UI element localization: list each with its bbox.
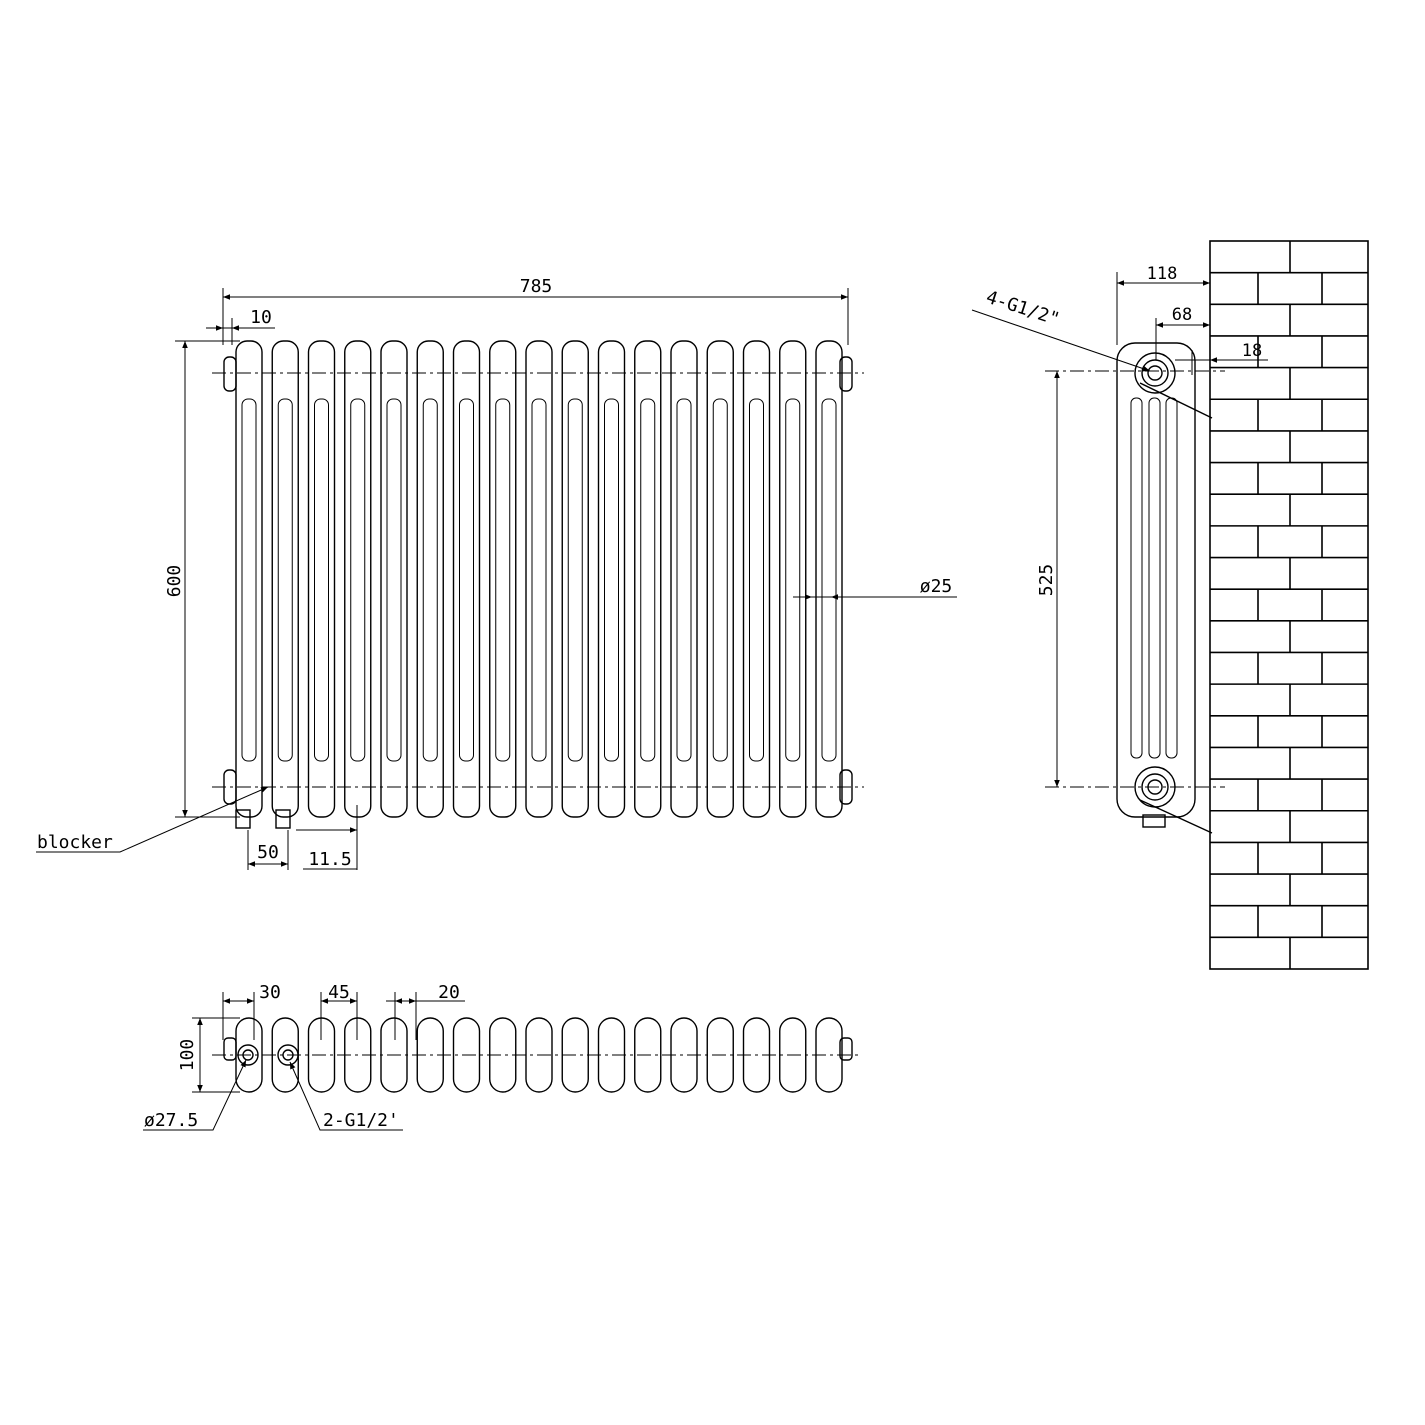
dim-11-5-text: 11.5 <box>308 849 351 870</box>
plan-view: 30 45 20 100 ø27.5 2-G1/2' <box>143 982 862 1131</box>
bottom-nut-mid <box>1141 773 1169 801</box>
top-bracket <box>1139 382 1213 419</box>
inlet-stub-left <box>235 809 251 829</box>
plan-section <box>452 1017 481 1093</box>
plan-connection-1-inner <box>242 1049 254 1061</box>
radiator-section-tube <box>277 398 293 762</box>
bottom-bracket <box>1139 799 1213 834</box>
radiator-section-tube <box>821 398 837 762</box>
radiator-section-tube <box>785 398 801 762</box>
radiator-section <box>344 340 372 818</box>
side-view: 118 68 18 525 4-G1/2" <box>971 240 1369 970</box>
plan-inlet-leader <box>289 1061 403 1131</box>
plan-diameter-leader <box>143 1059 247 1131</box>
dim-785-text: 785 <box>520 276 553 297</box>
plan-section <box>634 1017 662 1093</box>
dim-30-text: 30 <box>259 982 281 1003</box>
inlet-stub-right <box>275 809 291 829</box>
side-column-2 <box>1148 397 1161 759</box>
brick-wall <box>1209 240 1369 970</box>
dim-118-text: 118 <box>1147 264 1178 284</box>
connection-label: 4-G1/2" <box>983 287 1062 330</box>
plan-left-end-cap <box>223 1037 237 1061</box>
radiator-section <box>307 340 336 818</box>
radiator-section <box>271 340 299 818</box>
radiator-section <box>525 340 553 818</box>
blocker-label: blocker <box>37 832 113 853</box>
side-column-1 <box>1130 397 1143 759</box>
left-top-end-cap <box>223 356 237 392</box>
radiator-section <box>597 340 626 818</box>
radiator-section-tube <box>241 398 257 762</box>
bottom-bracket-foot <box>1142 814 1166 828</box>
plan-connection-1-outer <box>237 1044 259 1066</box>
plan-right-end-cap <box>839 1037 853 1061</box>
plan-inlet-text: 2-G1/2' <box>323 1110 399 1131</box>
radiator-section-tube <box>531 398 547 762</box>
right-top-end-cap <box>839 356 853 392</box>
radiator-section <box>634 340 662 818</box>
radiator-section <box>670 340 698 818</box>
radiator-section-tube <box>640 398 656 762</box>
side-column-3 <box>1165 397 1178 759</box>
dim-45-text: 45 <box>328 982 350 1003</box>
dim-20-text: 20 <box>438 982 460 1003</box>
plan-diameter-text: ø27.5 <box>144 1110 198 1131</box>
radiator-section-tube <box>676 398 692 762</box>
dim-68-text: 68 <box>1172 305 1192 325</box>
top-nut-mid <box>1141 359 1169 387</box>
radiator-section <box>742 340 771 818</box>
radiator-section <box>561 340 589 818</box>
top-nut-inner <box>1147 365 1163 381</box>
radiator-section-tube <box>350 398 366 762</box>
dim-525-text: 525 <box>1036 564 1057 597</box>
radiator-section <box>416 340 444 818</box>
radiator-section <box>489 340 517 818</box>
radiator-section-tube <box>386 398 402 762</box>
radiator-section <box>380 340 408 818</box>
dim-18-text: 18 <box>1242 341 1262 361</box>
radiator-section <box>779 340 807 818</box>
radiator-section-tube <box>495 398 511 762</box>
dim-tube-text: ø25 <box>920 576 953 597</box>
radiator-section <box>815 340 843 818</box>
radiator-section <box>235 340 263 818</box>
radiator-section-tube <box>712 398 728 762</box>
front-view: 785 10 600 ø25 50 11.5 blocker <box>36 276 957 870</box>
radiator-section-tube <box>604 398 619 762</box>
dim-10-text: 10 <box>250 307 272 328</box>
wall-outline <box>1209 240 1369 970</box>
dim-600-text: 600 <box>164 565 185 598</box>
blocker-leader <box>36 786 269 853</box>
dim-50-text: 50 <box>257 842 279 863</box>
radiator-section-tube <box>422 398 438 762</box>
connection-leader <box>971 309 1151 372</box>
radiator-section-tube <box>567 398 583 762</box>
side-body-outline <box>1116 342 1196 818</box>
radiator-section-tube <box>749 398 764 762</box>
radiator-sections <box>235 340 843 818</box>
plan-connection-2-outer <box>277 1044 299 1066</box>
radiator-section-tube <box>314 398 329 762</box>
top-nut-outer <box>1134 352 1176 394</box>
dim-100-text: 100 <box>177 1039 198 1072</box>
radiator-section <box>452 340 481 818</box>
radiator-section-tube <box>459 398 474 762</box>
plan-connection-2-inner <box>282 1049 294 1061</box>
radiator-section <box>706 340 734 818</box>
